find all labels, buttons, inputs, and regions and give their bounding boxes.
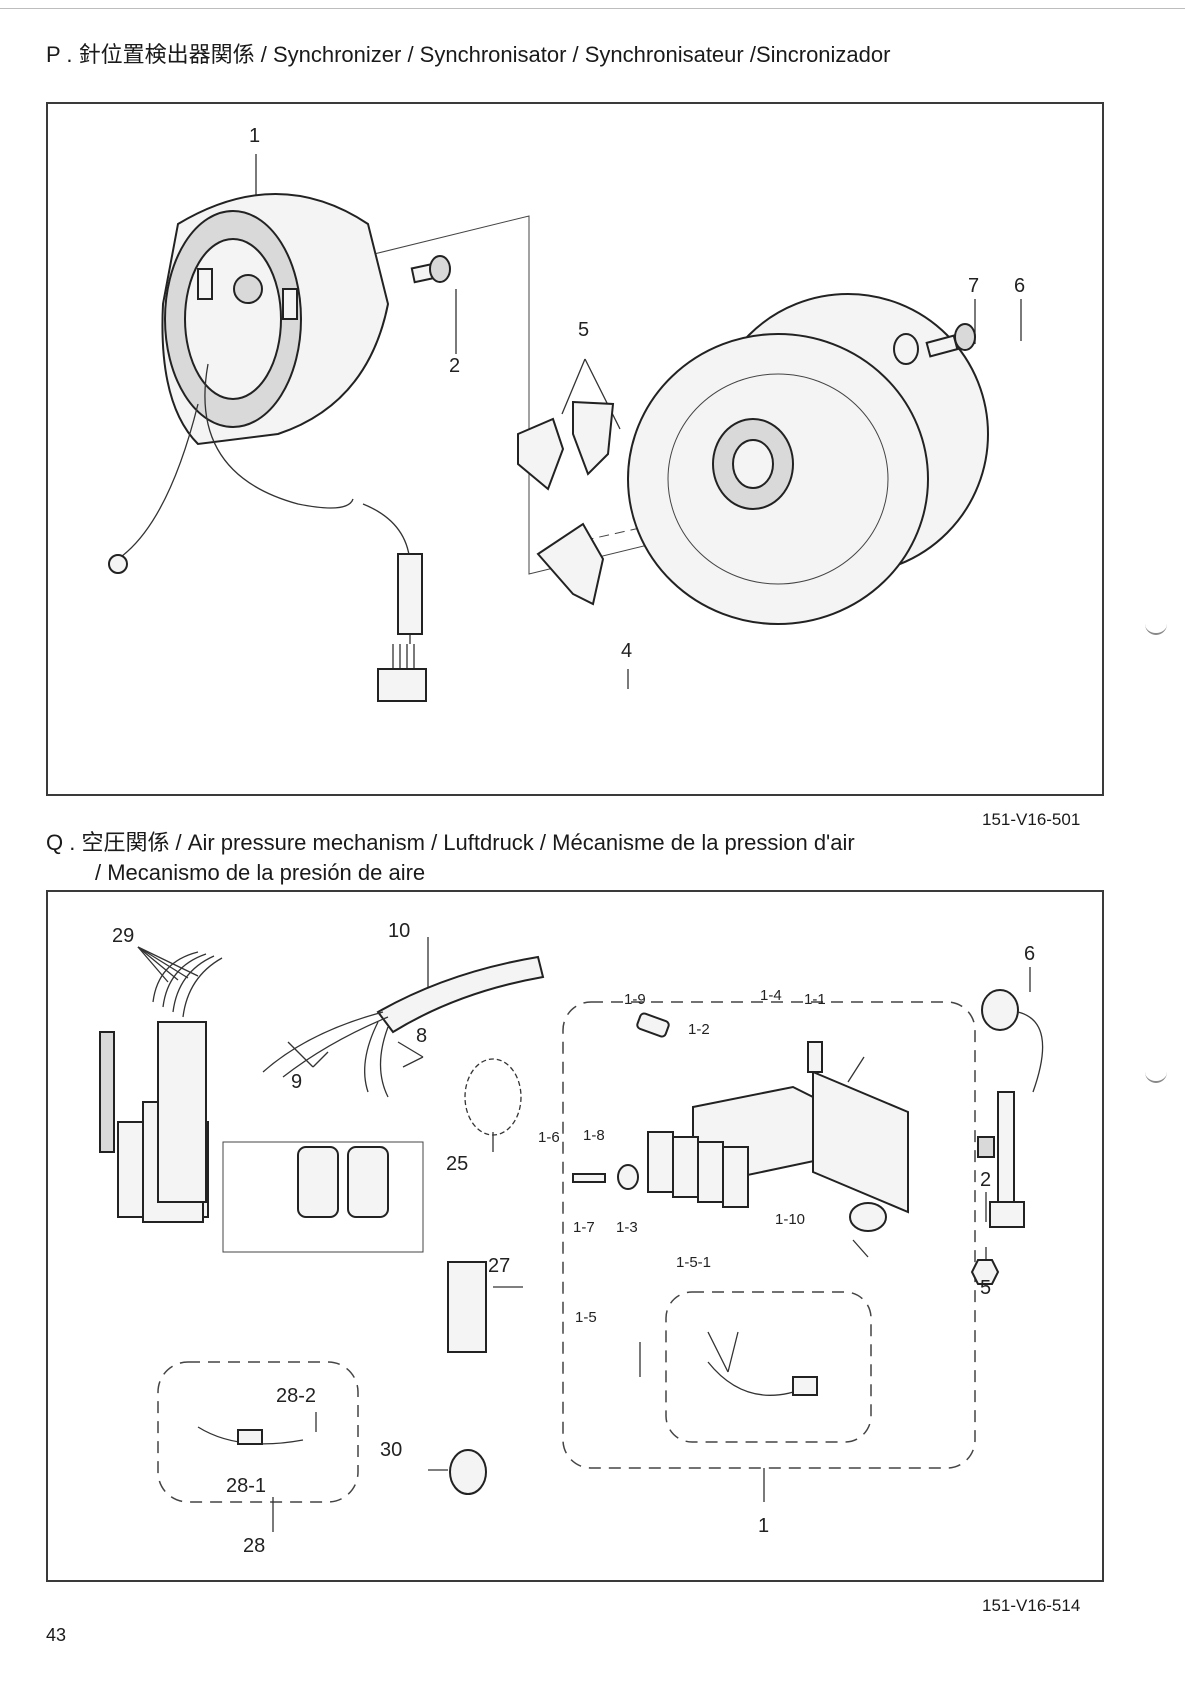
section-p-figure: 1 2 4 5 6 7 [46,102,1104,796]
top-rule [0,8,1185,9]
callout-25: 25 [446,1153,468,1175]
callout-27: 27 [488,1255,510,1277]
callout-1-6: 1-6 [538,1129,560,1146]
callout-4: 4 [621,640,632,662]
section-p-title: P . 針位置検出器関係 / Synchronizer / Synchronis… [46,42,891,67]
callout-5-q: 5 [980,1277,991,1299]
callout-9: 9 [291,1071,302,1093]
page-edge-mark [1145,1063,1167,1083]
callout-1-9: 1-9 [624,991,646,1008]
callout-1-7: 1-7 [573,1219,595,1236]
callout-29: 29 [112,925,134,947]
callout-1-1: 1-1 [804,991,826,1008]
callout-5: 5 [578,319,589,341]
callout-1-2: 1-2 [688,1021,710,1038]
callout-1-4: 1-4 [760,987,782,1004]
air-pressure-diagram: 29 10 8 9 25 27 28-2 28-1 28 30 1-9 1-4 … [99,920,1044,1557]
page-number: 43 [46,1625,67,1645]
callout-28-2: 28-2 [276,1385,316,1407]
callout-10: 10 [388,920,410,942]
section-q-figure: 29 10 8 9 25 27 28-2 28-1 28 30 1-9 1-4 … [46,890,1104,1582]
figure-code-p: 151-V16-501 [982,810,1081,829]
callout-7: 7 [968,275,979,297]
callout-6-q: 6 [1024,943,1035,965]
section-q-title-line2: / Mecanismo de la presión de aire [95,860,426,885]
callout-1-5-1: 1-5-1 [676,1254,711,1271]
callout-28: 28 [243,1535,265,1557]
page-edge-mark [1145,615,1167,635]
callout-1-3: 1-3 [616,1219,638,1236]
callout-1: 1 [249,125,260,147]
synchronizer-diagram: 1 2 4 5 6 7 [108,125,1025,702]
section-q-title-line1: Q . 空圧関係 / Air pressure mechanism / Luft… [46,830,855,855]
callout-28-1: 28-1 [226,1475,266,1497]
figure-code-q: 151-V16-514 [982,1596,1081,1615]
callout-1-5: 1-5 [575,1309,597,1326]
callout-8: 8 [416,1025,427,1047]
callout-1: 1 [758,1515,769,1537]
callout-1-10: 1-10 [775,1211,805,1228]
callout-1-8: 1-8 [583,1127,605,1144]
callout-2: 2 [449,355,460,377]
callout-2-q: 2 [980,1169,991,1191]
callout-30: 30 [380,1439,402,1461]
callout-6: 6 [1014,275,1025,297]
